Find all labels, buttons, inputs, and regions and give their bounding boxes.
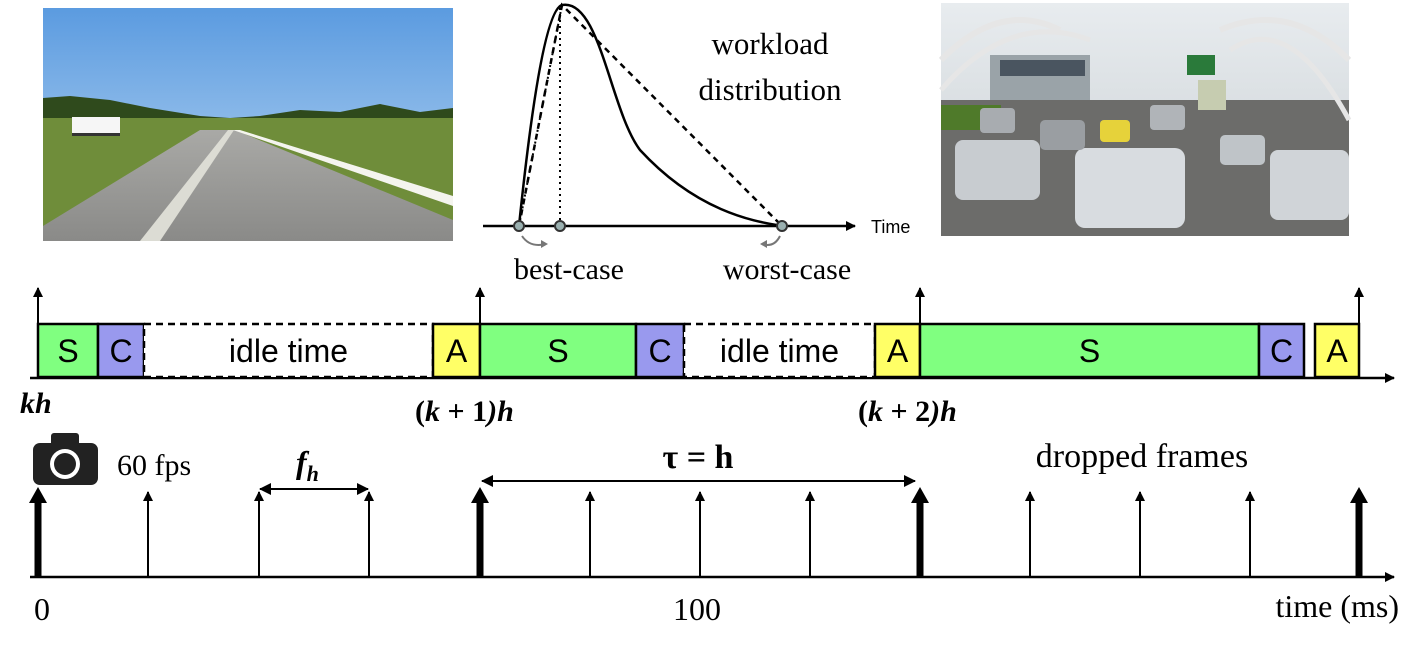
frame-period-main: f — [296, 444, 310, 480]
segment-sensing-0 — [36, 322, 100, 379]
instant-k1-op: + 1 — [440, 395, 487, 428]
segment-label-4: S — [547, 333, 568, 369]
empty-highway-photo — [43, 8, 453, 241]
instant-k-plus-2: (k + 2)h — [858, 395, 957, 428]
distribution-title-line1: workload — [711, 26, 829, 61]
traffic-jam-photo — [938, 3, 1352, 236]
tau-label: τ = h — [663, 439, 734, 476]
worst-case-point — [776, 220, 788, 232]
segment-idle-2 — [142, 322, 435, 379]
instant-k2-open: ( — [858, 395, 868, 428]
solid-distribution-curve — [517, 3, 783, 228]
segment-label-1: C — [109, 333, 132, 369]
segment-label-8: S — [1079, 333, 1100, 369]
segment-label-0: S — [57, 333, 78, 369]
distribution-axis-label: Time — [871, 217, 910, 237]
instant-k2-op: + 2 — [883, 395, 930, 428]
instant-k1-close: )h — [484, 395, 514, 428]
tick-label-100: 100 — [673, 591, 721, 627]
mode-point — [554, 220, 566, 232]
segment-compute-1 — [96, 322, 146, 379]
segment-label-7: A — [887, 333, 909, 369]
frame-arrows — [29, 487, 1368, 577]
best-case-point — [513, 220, 525, 232]
frame-timeline: 60 fps fh τ = h dropped frames 0 100 tim… — [29, 433, 1399, 627]
frame-period-label: fh — [296, 444, 319, 486]
instant-k2-var: k — [868, 395, 883, 428]
instant-kh: kh — [20, 387, 52, 420]
dashed-distribution-curve — [517, 2, 783, 227]
dropped-frames-label: dropped frames — [1036, 438, 1248, 475]
frame-period-sub: h — [307, 461, 319, 486]
best-case-label: best-case — [514, 253, 624, 286]
fps-label: 60 fps — [117, 449, 191, 482]
segment-label-9: C — [1270, 333, 1293, 369]
segment-label-10: A — [1326, 333, 1348, 369]
segment-label-3: A — [446, 333, 468, 369]
segment-label-5: C — [648, 333, 671, 369]
camera-icon — [33, 433, 98, 485]
worst-case-label: worst-case — [723, 253, 851, 286]
instant-k1-open: ( — [415, 395, 425, 428]
instant-k1-var: k — [425, 395, 440, 428]
workload-distribution: workload distribution Time best-case wor… — [483, 2, 910, 286]
instant-kh-text: kh — [20, 387, 52, 420]
segment-actuate-10 — [1313, 322, 1361, 379]
instant-k2-close: )h — [927, 395, 957, 428]
distribution-title-line2: distribution — [699, 72, 842, 107]
time-axis-label: time (ms) — [1275, 588, 1399, 624]
instant-k-plus-1: (k + 1)h — [415, 395, 514, 428]
segment-label-2: idle time — [229, 333, 348, 369]
segment-compute-9 — [1257, 322, 1306, 379]
segment-label-6: idle time — [720, 333, 839, 369]
tick-label-0: 0 — [34, 591, 50, 627]
segment-sensing-4 — [478, 322, 638, 379]
